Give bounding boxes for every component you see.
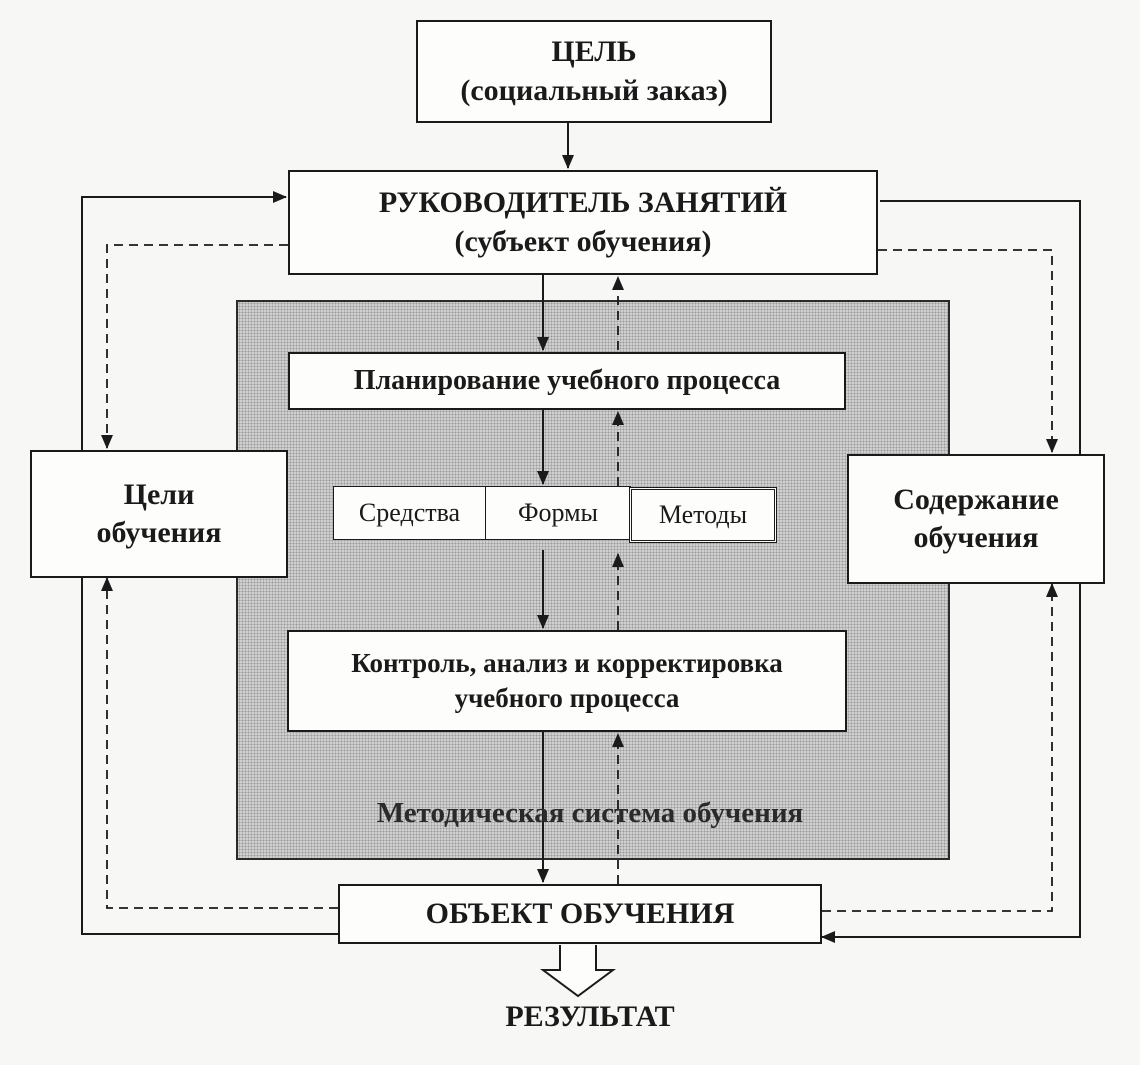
goal-box: ЦЕЛЬ (социальный заказ) [416,20,772,123]
leader-title: РУКОВОДИТЕЛЬ ЗАНЯТИЙ [378,186,788,220]
dashed-object-to-content [822,583,1058,912]
leader-subtitle: (субъект обучения) [454,224,712,258]
leader-box: РУКОВОДИТЕЛЬ ЗАНЯТИЙ (субъект обучения) [288,170,878,275]
object-box: ОБЪЕКТ ОБУЧЕНИЯ [338,884,822,944]
tools-row: Средства Формы Методы [333,486,777,552]
method-system-label: Методическая система обучения [376,797,804,829]
goals-line2: обучения [96,516,222,549]
content-of-learning-box: Содержание обучения [847,454,1105,584]
planning-box: Планирование учебного процесса [288,352,846,410]
content-line2: обучения [913,521,1039,554]
dashed-object-to-goals [101,577,338,909]
content-line1: Содержание [893,482,1059,516]
goal-subtitle: (социальный заказ) [460,73,728,107]
control-box: Контроль, анализ и корректировка учебног… [287,630,847,732]
dashed-leader-to-goals [101,244,288,449]
object-label: ОБЪЕКТ ОБУЧЕНИЯ [425,896,735,930]
tools-cell-methods: Методы [629,487,777,543]
tools-cell-means: Средства [333,486,486,540]
goals-of-learning-box: Цели обучения [30,450,288,578]
goals-line1: Цели [123,477,195,511]
control-line1: Контроль, анализ и корректировка [351,648,783,679]
result-label: РЕЗУЛЬТАТ [505,1000,675,1033]
control-line2: учебного процесса [454,683,680,713]
planning-label: Планирование учебного процесса [353,365,781,397]
dashed-leader-to-content [878,249,1058,453]
tools-cell-forms: Формы [485,486,631,540]
goal-title: ЦЕЛЬ [551,35,637,69]
result-arrow [539,945,617,998]
